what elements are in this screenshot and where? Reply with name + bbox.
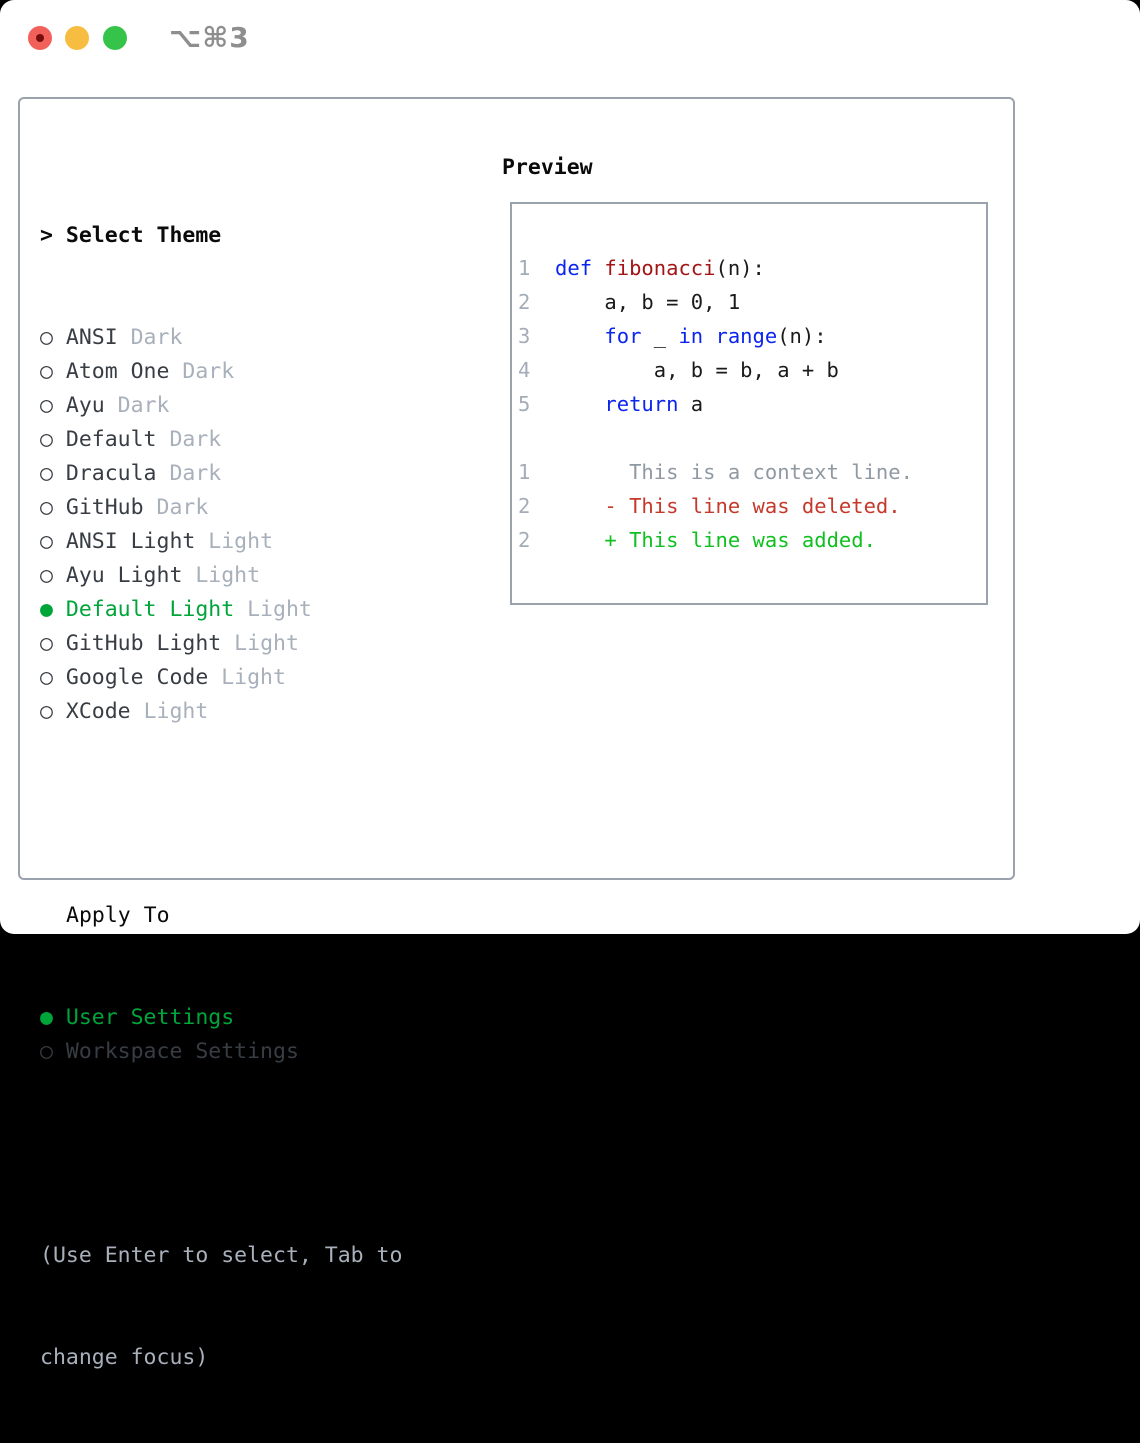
theme-option[interactable]: ○ GitHub Light Light — [40, 627, 402, 661]
left-column: > Select Theme ○ ANSI Dark○ Atom One Dar… — [40, 151, 402, 1443]
theme-name: Default Light — [65, 597, 235, 622]
window-title-shortcut: ⌥⌘3 — [169, 21, 250, 54]
theme-name: Atom One — [65, 359, 170, 384]
preview-code: 1 def fibonacci(n): 2 a, b = 0, 1 3 for _ … — [518, 251, 913, 557]
select-theme-title: Select Theme — [65, 223, 222, 248]
code-line: 1 def fibonacci(n): — [518, 256, 765, 280]
theme-variant-tag: Dark — [117, 325, 183, 350]
apply-to-option[interactable]: ○ Workspace Settings — [40, 1035, 402, 1069]
radio-icon: ○ — [40, 393, 66, 418]
theme-option[interactable]: ○ Ayu Light Light — [40, 559, 402, 593]
radio-icon: ○ — [40, 325, 66, 350]
prompt-chevron-icon: > — [40, 223, 66, 248]
radio-icon: ○ — [40, 461, 66, 486]
apply-to-title: Apply To — [66, 903, 170, 928]
minimize-button[interactable] — [65, 26, 89, 50]
theme-option[interactable]: ○ Ayu Dark — [40, 389, 402, 423]
radio-icon: ○ — [40, 359, 66, 384]
theme-name: Ayu Light — [65, 563, 183, 588]
theme-option[interactable]: ○ ANSI Dark — [40, 321, 402, 355]
close-button-dot — [36, 34, 44, 42]
theme-variant-tag: Dark — [156, 461, 222, 486]
theme-name: XCode — [65, 699, 131, 724]
theme-name: ANSI Light — [65, 529, 196, 554]
code-line: 2 + This line was added. — [518, 528, 876, 552]
theme-option[interactable]: ○ Default Dark — [40, 423, 402, 457]
hint-line-1: (Use Enter to select, Tab to — [40, 1243, 403, 1268]
radio-icon: ○ — [40, 665, 66, 690]
theme-name: GitHub Light — [65, 631, 222, 656]
spacer-row — [40, 797, 402, 831]
apply-option-label: Workspace Settings — [65, 1039, 299, 1064]
theme-option[interactable]: ○ Google Code Light — [40, 661, 402, 695]
hint-line-2: change focus) — [40, 1345, 209, 1370]
code-line: 2 a, b = 0, 1 — [518, 290, 741, 314]
radio-icon: ○ — [40, 529, 66, 554]
radio-icon: ○ — [40, 495, 66, 520]
preview-box: 1 def fibonacci(n): 2 a, b = 0, 1 3 for _ … — [510, 202, 988, 605]
theme-option[interactable]: ● Default Light Light — [40, 593, 402, 627]
theme-option[interactable]: ○ GitHub Dark — [40, 491, 402, 525]
code-line: 2 - This line was deleted. — [518, 494, 901, 518]
theme-picker-panel: > Select Theme ○ ANSI Dark○ Atom One Dar… — [18, 97, 1015, 1370]
code-line: 5 return a — [518, 392, 704, 416]
radio-selected-icon: ● — [40, 597, 66, 622]
theme-option[interactable]: ○ Dracula Dark — [40, 457, 402, 491]
theme-variant-tag: Dark — [169, 359, 235, 384]
app-window: ⌥⌘3 > Select Theme ○ ANSI Dark○ Atom One… — [0, 0, 1140, 1370]
theme-name: Default — [65, 427, 157, 452]
radio-icon: ○ — [40, 699, 66, 724]
radio-icon: ○ — [40, 1039, 66, 1064]
code-line: 1 This is a context line. — [518, 460, 913, 484]
theme-name: Ayu — [65, 393, 105, 418]
radio-selected-icon: ● — [40, 1005, 66, 1030]
spacer-row — [40, 1137, 402, 1171]
radio-icon: ○ — [40, 427, 66, 452]
apply-option-label: User Settings — [65, 1005, 235, 1030]
select-theme-header: > Select Theme — [40, 219, 402, 253]
theme-variant-tag: Dark — [143, 495, 209, 520]
theme-variant-tag: Dark — [104, 393, 170, 418]
window-titlebar: ⌥⌘3 — [0, 0, 1140, 70]
theme-name: Google Code — [65, 665, 209, 690]
zoom-button[interactable] — [103, 26, 127, 50]
close-button[interactable] — [28, 26, 52, 50]
theme-name: GitHub — [65, 495, 144, 520]
theme-variant-tag: Light — [182, 563, 261, 588]
radio-icon: ○ — [40, 631, 66, 656]
preview-title: Preview — [502, 155, 593, 180]
theme-variant-tag: Light — [221, 631, 299, 656]
radio-icon: ○ — [40, 563, 66, 588]
theme-variant-tag: Dark — [156, 427, 222, 452]
apply-to-list: ● User Settings○ Workspace Settings — [40, 1001, 402, 1069]
code-line — [518, 421, 913, 455]
code-line: 3 for _ in range(n): — [518, 324, 827, 348]
apply-to-option[interactable]: ● User Settings — [40, 1001, 402, 1035]
theme-variant-tag: Light — [234, 597, 312, 622]
theme-option[interactable]: ○ XCode Light — [40, 695, 402, 729]
theme-variant-tag: Light — [195, 529, 274, 554]
theme-name: Dracula — [65, 461, 157, 486]
theme-option[interactable]: ○ Atom One Dark — [40, 355, 402, 389]
code-line: 4 a, b = b, a + b — [518, 358, 839, 382]
theme-variant-tag: Light — [208, 665, 286, 690]
theme-list: ○ ANSI Dark○ Atom One Dark○ Ayu Dark○ De… — [40, 321, 402, 729]
theme-name: ANSI — [65, 325, 118, 350]
theme-option[interactable]: ○ ANSI Light Light — [40, 525, 402, 559]
theme-variant-tag: Light — [130, 699, 209, 724]
